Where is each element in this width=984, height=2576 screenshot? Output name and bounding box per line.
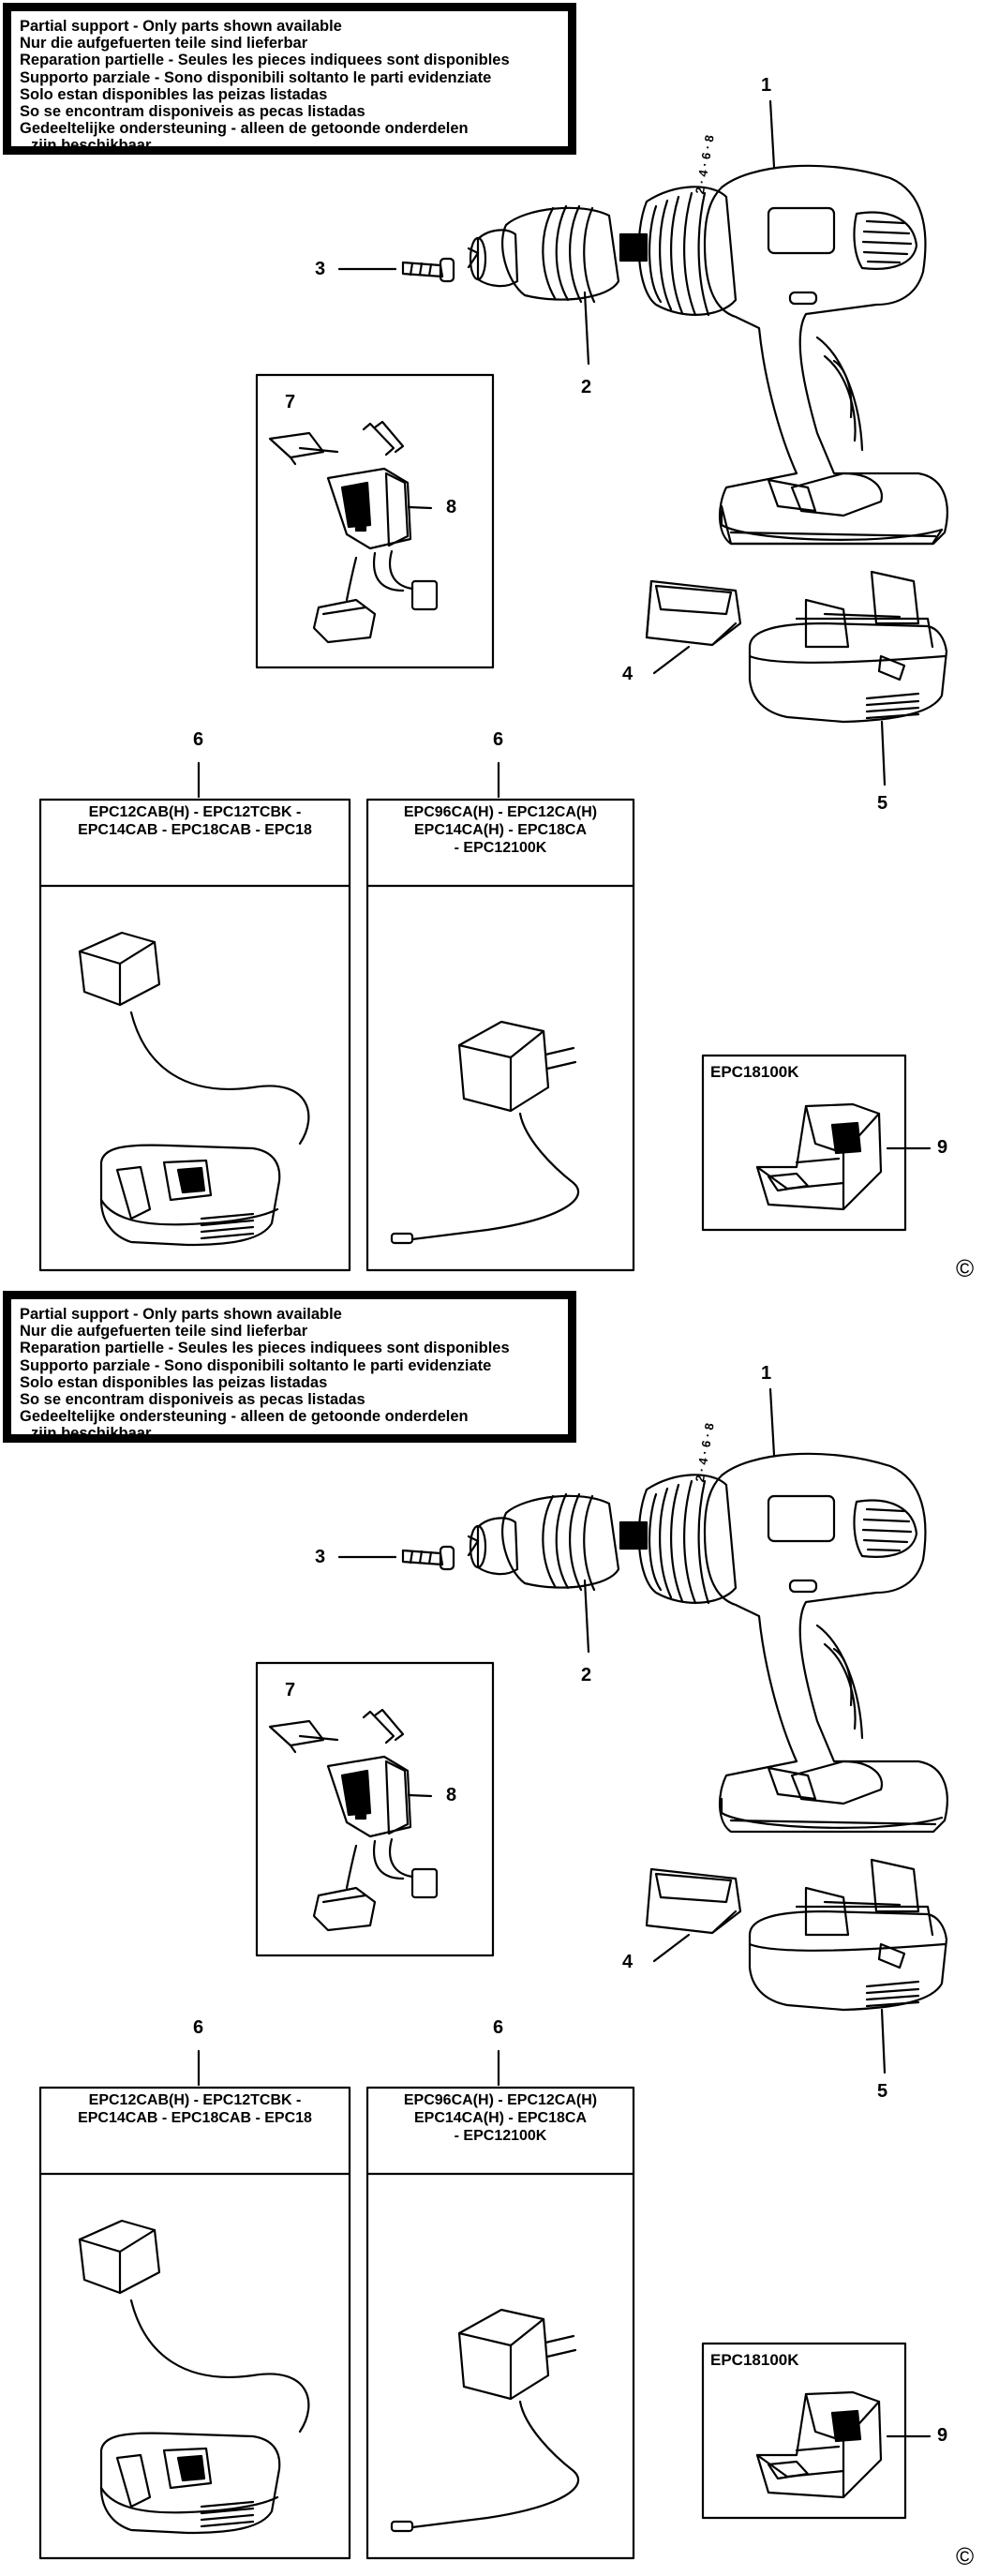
callout-battery: 5	[877, 793, 888, 814]
kit-case-box	[701, 1054, 907, 1232]
callout-drill: 1	[761, 1363, 772, 1384]
kit-model: EPC18100K	[710, 1063, 799, 1081]
drill-body	[703, 164, 948, 546]
kit-model: EPC18100K	[710, 2351, 799, 2369]
notice-line-fr: Reparation partielle - Seules les pieces…	[20, 52, 510, 69]
battery-cap	[645, 579, 742, 647]
notice-line-nl: Gedeeltelijke ondersteuning - alleen de …	[20, 120, 469, 138]
notice-line-pt: So se encontram disponiveis as pecas lis…	[20, 1391, 365, 1409]
notice-line-de: Nur die aufgefuerten teile sind lieferba…	[20, 1323, 308, 1340]
callout-battery-cap: 4	[622, 1952, 634, 1972]
drill-body	[703, 1452, 948, 1834]
notice-line-it: Supporto parziale - Sono disponibili sol…	[20, 1356, 492, 1374]
callout-battery-cap: 4	[622, 664, 634, 684]
callout-screw: 3	[315, 259, 326, 279]
notice-line-nl-cont: zijn beschikbaar	[31, 137, 152, 155]
charger-plug-models-line-3: - EPC12100K	[454, 840, 547, 856]
charger-dock-models-line-2: EPC14CAB - EPC18CAB - EPC18	[78, 2110, 312, 2126]
torque-collar	[619, 186, 738, 317]
notice-line-es: Solo estan disponibles las peizas listad…	[20, 1373, 328, 1391]
charger-plug-models: EPC96CA(H) - EPC12CA(H) EPC14CA(H) - EPC…	[367, 803, 634, 857]
charger-dock-box	[38, 798, 351, 1272]
partial-support-notice: Partial support - Only parts shown avail…	[3, 1291, 576, 1443]
charger-dock-box	[38, 2086, 351, 2560]
callout-switch-lock: 7	[285, 392, 296, 412]
charger-dock-models: EPC12CAB(H) - EPC12TCBK - EPC14CAB - EPC…	[40, 2091, 350, 2127]
callout-kit-case: 9	[937, 2425, 948, 2446]
callout-charger-dock: 6	[193, 729, 204, 750]
notice-line-es: Solo estan disponibles las peizas listad…	[20, 85, 328, 103]
notice-line-fr: Reparation partielle - Seules les pieces…	[20, 1340, 510, 1357]
charger-plug-models-line-2: EPC14CA(H) - EPC18CA	[413, 2110, 588, 2126]
callout-charger-plug: 6	[493, 2017, 504, 2038]
charger-dock-models-line-2: EPC14CAB - EPC18CAB - EPC18	[78, 822, 312, 838]
callout-kit-case: 9	[937, 1137, 948, 1158]
callout-screw: 3	[315, 1547, 326, 1567]
kit-case-box	[701, 2342, 907, 2520]
charger-plug-models: EPC96CA(H) - EPC12CA(H) EPC14CA(H) - EPC…	[367, 2091, 634, 2145]
notice-line-it: Supporto parziale - Sono disponibili sol…	[20, 68, 492, 86]
notice-line-nl: Gedeeltelijke ondersteuning - alleen de …	[20, 1408, 469, 1426]
notice-line-en: Partial support - Only parts shown avail…	[20, 1306, 342, 1323]
torque-collar	[619, 1474, 738, 1605]
callout-drill: 1	[761, 75, 772, 96]
partial-support-notice: Partial support - Only parts shown avail…	[3, 3, 576, 155]
notice-line-nl-cont: zijn beschikbaar	[31, 1425, 152, 1443]
charger-plug-models-line-1: EPC96CA(H) - EPC12CA(H)	[403, 2092, 598, 2108]
chuck-screw	[401, 257, 455, 283]
notice-line-de: Nur die aufgefuerten teile sind lieferba…	[20, 35, 308, 52]
callout-switch-lock: 7	[285, 1680, 296, 1700]
charger-dock-models: EPC12CAB(H) - EPC12TCBK - EPC14CAB - EPC…	[40, 803, 350, 839]
parts-sheet-1: Partial support - Only parts shown avail…	[3, 3, 975, 1282]
charger-plug-models-line-1: EPC96CA(H) - EPC12CA(H)	[403, 804, 598, 820]
charger-dock-models-line-1: EPC12CAB(H) - EPC12TCBK -	[88, 2092, 302, 2108]
charger-dock-models-line-1: EPC12CAB(H) - EPC12TCBK -	[88, 804, 302, 820]
exploded-view-drawing	[38, 99, 948, 1272]
callout-chuck: 2	[581, 1665, 592, 1685]
switch-detail-box	[255, 1661, 495, 1957]
callout-charger-dock: 6	[193, 2017, 204, 2038]
keyless-chuck	[467, 1492, 620, 1592]
callout-charger-plug: 6	[493, 729, 504, 750]
keyless-chuck	[467, 204, 620, 304]
callout-chuck: 2	[581, 377, 592, 397]
callout-switch: 8	[446, 497, 457, 517]
copyright-mark: ©	[956, 1254, 975, 1282]
charger-plug-models-line-2: EPC14CA(H) - EPC18CA	[413, 822, 588, 838]
battery-pack	[748, 1858, 948, 2012]
chuck-screw	[401, 1545, 455, 1571]
charger-plug-models-line-3: - EPC12100K	[454, 2128, 547, 2144]
callout-switch: 8	[446, 1785, 457, 1805]
notice-line-en: Partial support - Only parts shown avail…	[20, 18, 342, 35]
switch-detail-box	[255, 373, 495, 669]
battery-pack	[748, 570, 948, 724]
callout-battery: 5	[877, 2081, 888, 2102]
charger-plug-box	[365, 2086, 635, 2560]
charger-plug-box	[365, 798, 635, 1272]
notice-line-pt: So se encontram disponiveis as pecas lis…	[20, 103, 365, 121]
battery-cap	[645, 1867, 742, 1935]
exploded-view-drawing	[38, 1387, 948, 2560]
parts-sheet-2: Partial support - Only parts shown avail…	[0, 1288, 984, 2576]
copyright-mark: ©	[956, 2542, 975, 2570]
